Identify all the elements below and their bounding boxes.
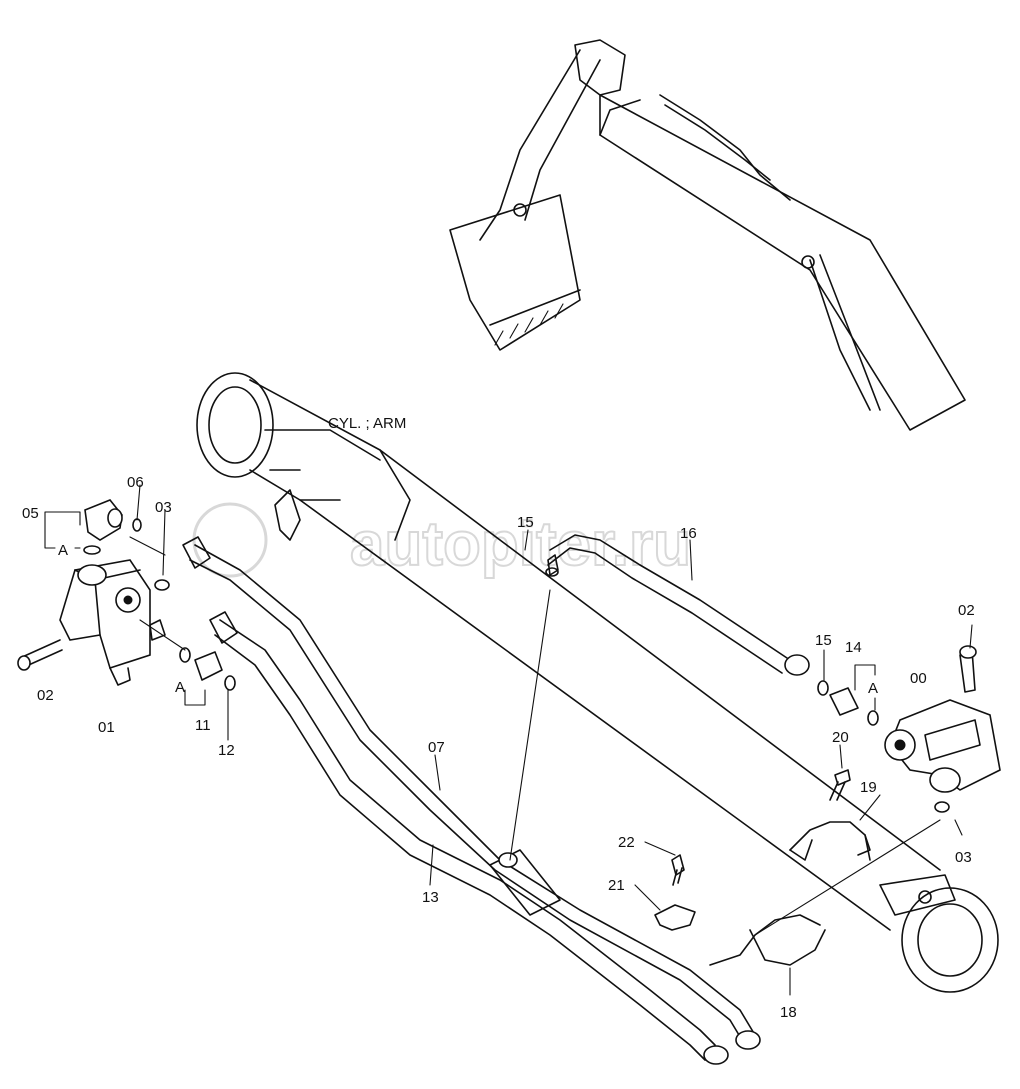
- watermark-text: autopiter.ru: [350, 510, 691, 579]
- label-20: 20: [832, 729, 849, 746]
- label-13: 13: [422, 889, 439, 906]
- hose-16: [545, 534, 810, 676]
- label-01: 01: [98, 719, 115, 736]
- label-06: 06: [127, 474, 144, 491]
- label-a-right: A: [868, 680, 878, 697]
- label-00: 00: [910, 670, 927, 687]
- label-18: 18: [780, 1004, 797, 1021]
- label-15-right: 15: [815, 632, 832, 649]
- label-07: 07: [428, 739, 445, 756]
- label-11: 11: [195, 717, 211, 734]
- label-03-right: 03: [955, 849, 972, 866]
- label-21: 21: [608, 877, 625, 894]
- arm-cylinder: [196, 372, 999, 993]
- label-12: 12: [218, 742, 235, 759]
- label-03-left: 03: [155, 499, 172, 516]
- pipes-07-13: [182, 536, 761, 1065]
- label-14: 14: [845, 639, 862, 656]
- clamps: [654, 821, 871, 966]
- valve-00: [817, 645, 1001, 813]
- label-a-bottom: A: [175, 679, 185, 696]
- label-16: 16: [680, 525, 697, 542]
- label-19: 19: [860, 779, 877, 796]
- diagram-caption: CYL. ; ARM: [328, 415, 406, 432]
- label-a-left: A: [58, 542, 68, 559]
- label-15-top: 15: [517, 514, 534, 531]
- label-05: 05: [22, 505, 39, 522]
- label-22: 22: [618, 834, 635, 851]
- leader-lines: [44, 484, 973, 996]
- label-02-left: 02: [37, 687, 54, 704]
- part-labels: 00 01 02 02 03 03 05 06 07 11 12 13 14 1…: [22, 474, 975, 1021]
- excavator-arm-illustration: [449, 39, 966, 431]
- valve-01: [17, 499, 236, 691]
- watermark: autopiter.ru: [192, 502, 692, 580]
- label-02-right: 02: [958, 602, 975, 619]
